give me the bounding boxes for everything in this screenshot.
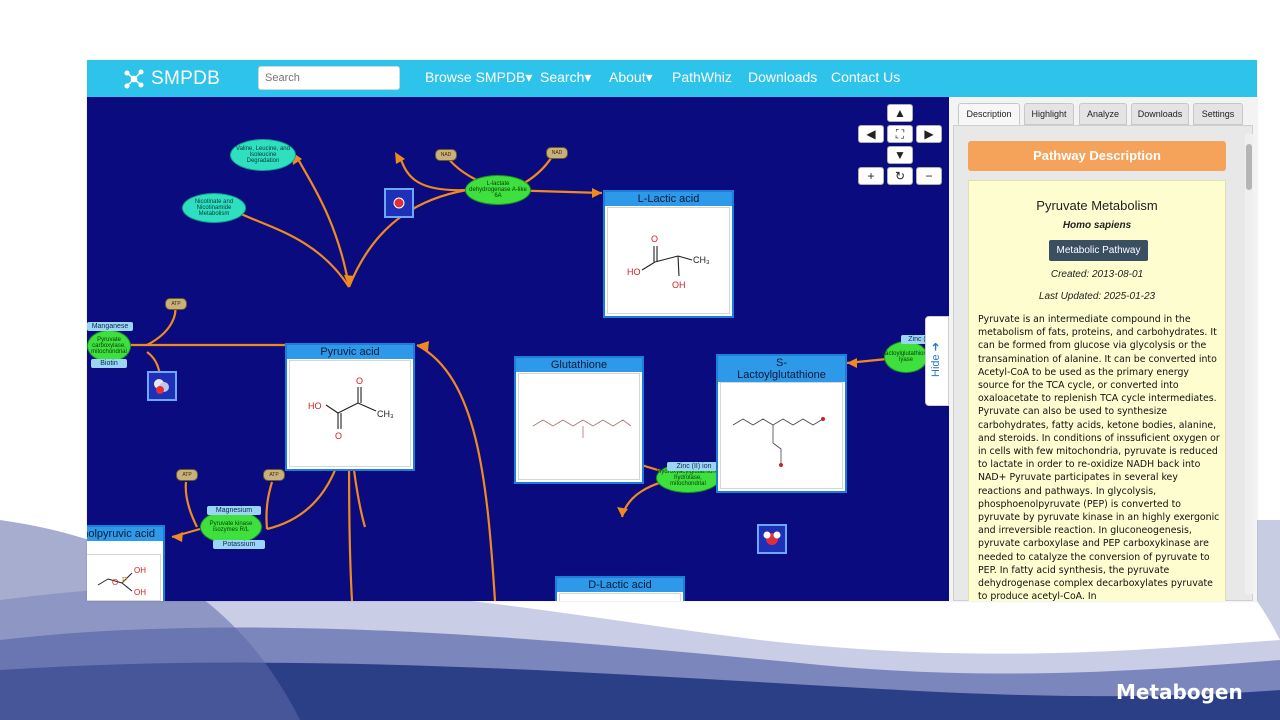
pathway-description-text: Pyruvate is an intermediate compound in …	[978, 314, 1220, 601]
tag-zinc-ion: Zinc (II) ion	[667, 462, 721, 471]
nav-downloads[interactable]: Downloads	[748, 69, 818, 85]
cofactor-atp-left[interactable]: ATP	[176, 469, 198, 481]
structure-drawing: O P OH OH	[87, 554, 161, 601]
created-date: Created: 2013-08-01	[1050, 269, 1144, 280]
compound-glutathione[interactable]: Glutathione	[514, 356, 644, 484]
description-card: Pyruvate Metabolism Homo sapiens Metabol…	[968, 180, 1226, 601]
svg-text:HO: HO	[308, 401, 322, 411]
nav-contact[interactable]: Contact Us	[831, 69, 901, 85]
svg-text:OH: OH	[134, 566, 146, 575]
enzyme-pyruvate-kinase[interactable]: Pyruvate kinase isozymes R/L	[200, 510, 262, 544]
svg-text:HO: HO	[627, 267, 641, 277]
hide-panel-button[interactable]: Hide ➜	[925, 316, 949, 406]
tag-biotin: Biotin	[91, 359, 127, 368]
pathway-valine-degradation[interactable]: Valine, Leucine, and Isoleucine Degradat…	[230, 139, 296, 171]
scroll-thumb[interactable]	[1246, 144, 1252, 190]
species-name: Homo sapiens	[1062, 220, 1132, 231]
compound-pyruvic-acid[interactable]: Pyruvic acid O HO O CH₃	[285, 343, 415, 471]
tab-highlight[interactable]: Highlight	[1024, 103, 1074, 125]
fit-view-button[interactable]: ⛶	[887, 125, 913, 143]
brand-name: SMPDB	[151, 68, 221, 89]
nav-browse[interactable]: Browse SMPDB▾	[425, 69, 533, 85]
cofactor-nad-left[interactable]: NAD	[435, 149, 457, 161]
pathway-title: Pyruvate Metabolism	[1036, 198, 1158, 213]
compound-title: L-Lactic acid	[605, 192, 732, 206]
structure-drawing	[518, 373, 640, 480]
tag-zinc-lyase: Zinc (	[901, 335, 933, 344]
svg-text:O: O	[651, 234, 658, 244]
tab-downloads[interactable]: Downloads	[1131, 103, 1189, 125]
nav-pathwhiz[interactable]: PathWhiz	[672, 69, 732, 85]
structure-drawing: O HO CH₃	[559, 593, 681, 601]
pan-left-button[interactable]: ◀	[858, 125, 884, 143]
svg-text:OH: OH	[134, 588, 146, 597]
structure-drawing	[720, 382, 843, 489]
panel-scrollbar[interactable]	[1245, 134, 1253, 594]
compound-l-lactic-acid[interactable]: L-Lactic acid O HO CH₃ OH	[603, 190, 734, 318]
zoom-in-button[interactable]: +	[858, 167, 884, 185]
side-panel: Description Highlight Analyze Downloads …	[949, 97, 1257, 601]
compound-title: Pyruvic acid	[287, 345, 413, 359]
svg-text:CH₃: CH₃	[377, 409, 394, 419]
pathway-nicotinate-metabolism[interactable]: Nicotinate and Nicotinamide Metabolism	[182, 193, 246, 223]
enzyme-pyruvate-carboxylase[interactable]: Pyruvate carboxylase, mitochondrial	[87, 330, 131, 362]
cofactor-atp-right[interactable]: ATP	[263, 469, 285, 481]
compound-d-lactic-acid[interactable]: D-Lactic acid O HO CH₃	[555, 576, 685, 601]
nav-search[interactable]: Search▾	[540, 69, 592, 85]
zoom-out-button[interactable]: −	[916, 167, 942, 185]
updated-date: Last Updated: 2025-01-23	[1038, 291, 1156, 302]
nav-about[interactable]: About▾	[609, 69, 653, 85]
navbar: SMPDB Browse SMPDB▾ Search▾ About▾ PathW…	[87, 60, 1257, 97]
tab-settings[interactable]: Settings	[1193, 103, 1243, 125]
pathway-canvas[interactable]: Valine, Leucine, and Isoleucine Degradat…	[87, 97, 949, 601]
svg-text:OH: OH	[672, 280, 686, 290]
tab-description[interactable]: Description	[958, 103, 1020, 125]
metabolic-pathway-badge[interactable]: Metabolic Pathway	[1049, 240, 1148, 261]
structure-drawing: O HO CH₃ OH	[607, 207, 730, 314]
compound-title: Phosphoenolpyruvic acid	[87, 527, 163, 541]
structure-drawing: O HO O CH₃	[289, 360, 411, 467]
tag-manganese: Manganese	[87, 322, 133, 331]
pan-up-button[interactable]: ▲	[887, 104, 913, 122]
footer-brand: Metabogen	[1116, 680, 1243, 704]
molecule-icon	[124, 69, 144, 89]
tag-magnesium: Magnesium	[207, 506, 261, 515]
svg-text:CH₃: CH₃	[693, 255, 710, 265]
hide-label: Hide ➜	[929, 342, 942, 377]
enzyme-lactate-dehydrogenase[interactable]: L-lactate dehydrogenase A-like 6A	[465, 175, 531, 205]
tab-analyze[interactable]: Analyze	[1079, 103, 1127, 125]
pan-right-button[interactable]: ▶	[916, 125, 942, 143]
tag-potassium: Potassium	[213, 540, 265, 549]
cofactor-atp-top[interactable]: ATP	[165, 298, 187, 310]
compound-phosphoenolpyruvic-acid[interactable]: Phosphoenolpyruvic acid O P OH OH	[87, 525, 165, 601]
svg-text:O: O	[356, 376, 363, 386]
compound-title: Glutathione	[516, 358, 642, 372]
svg-text:O: O	[335, 431, 342, 441]
reset-view-button[interactable]: ↻	[887, 167, 913, 185]
search-input[interactable]	[258, 66, 400, 90]
water-molecule-icon[interactable]	[757, 524, 787, 554]
proton-icon[interactable]	[384, 188, 414, 218]
pathway-description-header: Pathway Description	[968, 141, 1226, 171]
brand-logo[interactable]: SMPDB	[123, 66, 220, 92]
compound-title: D-Lactic acid	[557, 578, 683, 592]
cofactor-nad-right[interactable]: NAD	[546, 147, 568, 159]
enzyme-lactoylglutathione-lyase[interactable]: Lactoylglutathione lyase	[882, 341, 930, 373]
compound-s-lactoylglutathione[interactable]: S- Lactoylglutathione	[716, 354, 847, 493]
pan-down-button[interactable]: ▼	[887, 146, 913, 164]
svg-text:O: O	[112, 578, 118, 587]
compound-title: S- Lactoylglutathione	[718, 356, 845, 382]
svg-text:P: P	[122, 576, 127, 585]
co2-molecule-icon[interactable]	[147, 371, 177, 401]
app-window: SMPDB Browse SMPDB▾ Search▾ About▾ PathW…	[87, 60, 1257, 601]
